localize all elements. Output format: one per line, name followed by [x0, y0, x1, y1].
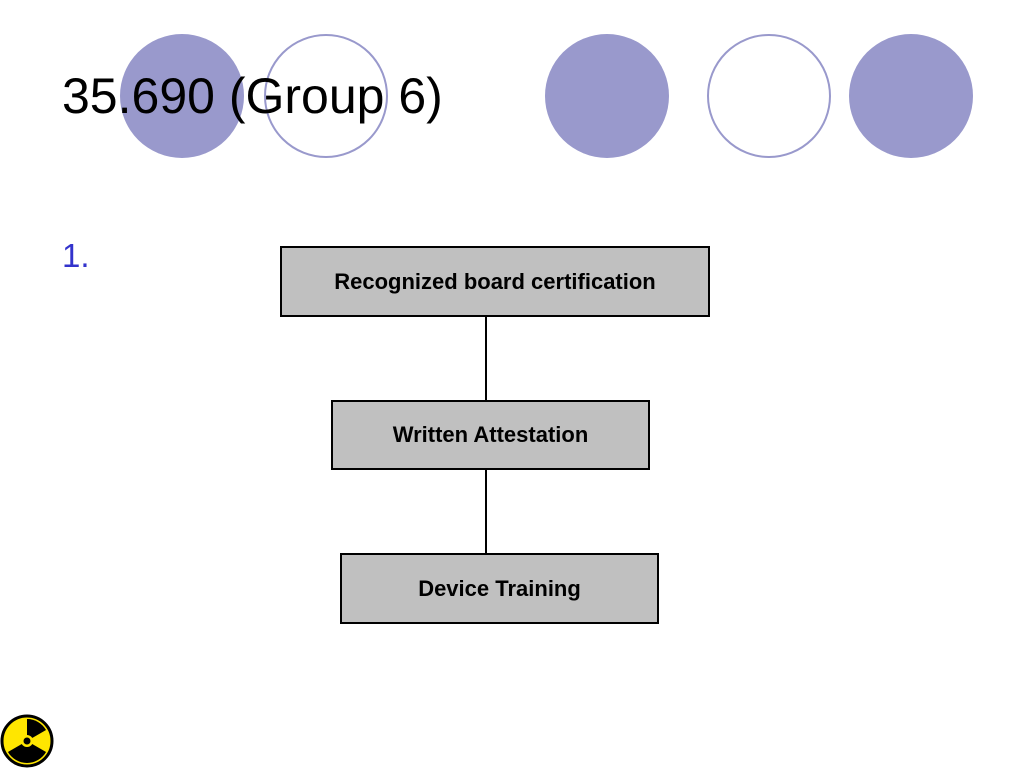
- diagram-edge-2: [485, 470, 487, 553]
- radiation-hazard-icon: [0, 714, 54, 768]
- decorative-circle-filled-3: [849, 34, 973, 158]
- diagram-node-board-certification: Recognized board certification: [280, 246, 710, 317]
- slide-title: 35.690 (Group 6): [62, 68, 443, 124]
- diagram-node-device-training: Device Training: [340, 553, 659, 624]
- decorative-circle-outline-1: [264, 34, 388, 158]
- diagram-node-written-attestation: Written Attestation: [331, 400, 650, 470]
- decorative-circle-filled-2: [545, 34, 669, 158]
- bullet-number: 1.: [62, 237, 90, 274]
- diagram-edge-1: [485, 317, 487, 400]
- decorative-circle-filled-1: [120, 34, 244, 158]
- decorative-circle-outline-2: [707, 34, 831, 158]
